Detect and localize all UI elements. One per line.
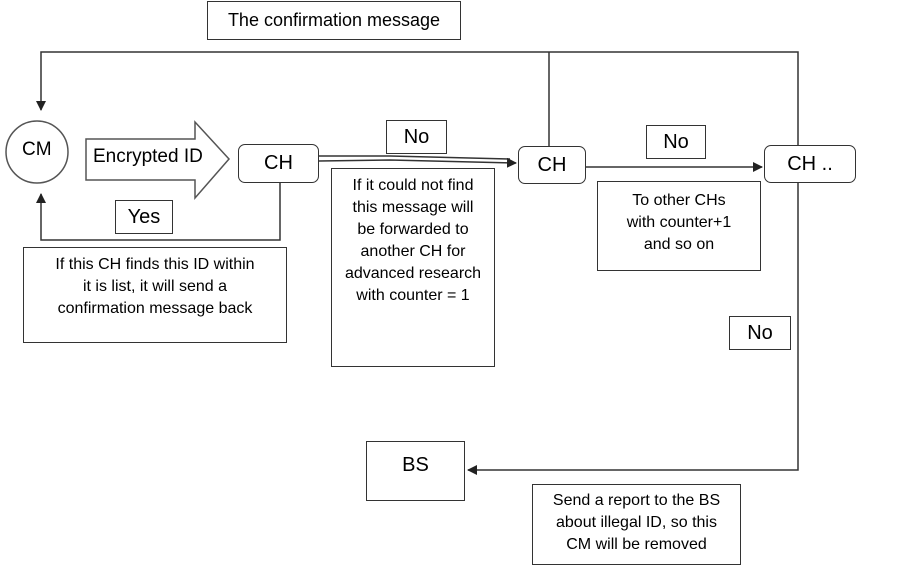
confirmation-message-label: The confirmation message xyxy=(227,10,441,30)
no-label-box-1: No xyxy=(386,120,447,154)
report-note-line-3: CM will be removed xyxy=(566,536,707,553)
report-note: Send a report to the BS about illegal ID… xyxy=(532,484,741,565)
confirmation-message-box: The confirmation message xyxy=(207,1,461,40)
other-chs-note-line-2: with counter+1 xyxy=(626,214,732,231)
not-found-note: If it could not find this message will b… xyxy=(331,168,495,367)
ch-node-2: CH xyxy=(518,146,586,184)
not-found-note-line-4: another CH for xyxy=(360,243,466,260)
report-note-line-1: Send a report to the BS xyxy=(552,492,721,509)
not-found-note-line-3: be forwarded to xyxy=(357,221,469,238)
not-found-note-line-6: with counter = 1 xyxy=(356,287,470,304)
ch-node-1-label: CH xyxy=(264,152,293,174)
not-found-note-line-5: advanced research xyxy=(344,265,482,282)
found-note: If this CH finds this ID within it is li… xyxy=(23,247,287,343)
ch1-to-ch2-line-a xyxy=(319,155,511,160)
report-note-line-2: about illegal ID, so this xyxy=(556,514,717,531)
found-note-line-2: it is list, it will send a xyxy=(82,278,228,295)
found-note-line-1: If this CH finds this ID within xyxy=(55,256,255,273)
ch1-to-ch2-line-b xyxy=(318,157,517,168)
cm-node-label: CM xyxy=(22,139,52,160)
not-found-note-line-1: If it could not find xyxy=(352,177,474,194)
yes-line xyxy=(36,182,281,241)
feedback-line xyxy=(36,51,799,157)
ch3-to-bs-line xyxy=(467,182,799,475)
yes-label: Yes xyxy=(127,205,161,228)
bs-node-label: BS xyxy=(402,454,429,476)
encrypted-id-arrow xyxy=(85,120,231,201)
yes-label-box: Yes xyxy=(115,200,173,234)
cm-node-circle xyxy=(5,120,69,184)
no-label-box-3: No xyxy=(729,316,791,350)
no-label-3: No xyxy=(747,321,773,344)
ch-node-3: CH .. xyxy=(764,145,856,183)
other-chs-note: To other CHs with counter+1 and so on xyxy=(597,181,761,271)
encrypted-id-label: Encrypted ID xyxy=(93,146,203,167)
ch-node-2-label: CH xyxy=(537,153,567,176)
no-label-box-2: No xyxy=(646,125,706,159)
not-found-note-line-2: this message will xyxy=(352,199,474,216)
ch-node-3-label: CH .. xyxy=(787,152,833,175)
ch-node-1: CH xyxy=(238,144,319,183)
no-label-2: No xyxy=(663,130,689,153)
found-note-line-3: confirmation message back xyxy=(57,300,253,317)
bs-node: BS xyxy=(366,441,465,501)
no-label-1: No xyxy=(403,125,430,148)
other-chs-note-line-1: To other CHs xyxy=(632,192,726,209)
other-chs-note-line-3: and so on xyxy=(643,236,715,253)
